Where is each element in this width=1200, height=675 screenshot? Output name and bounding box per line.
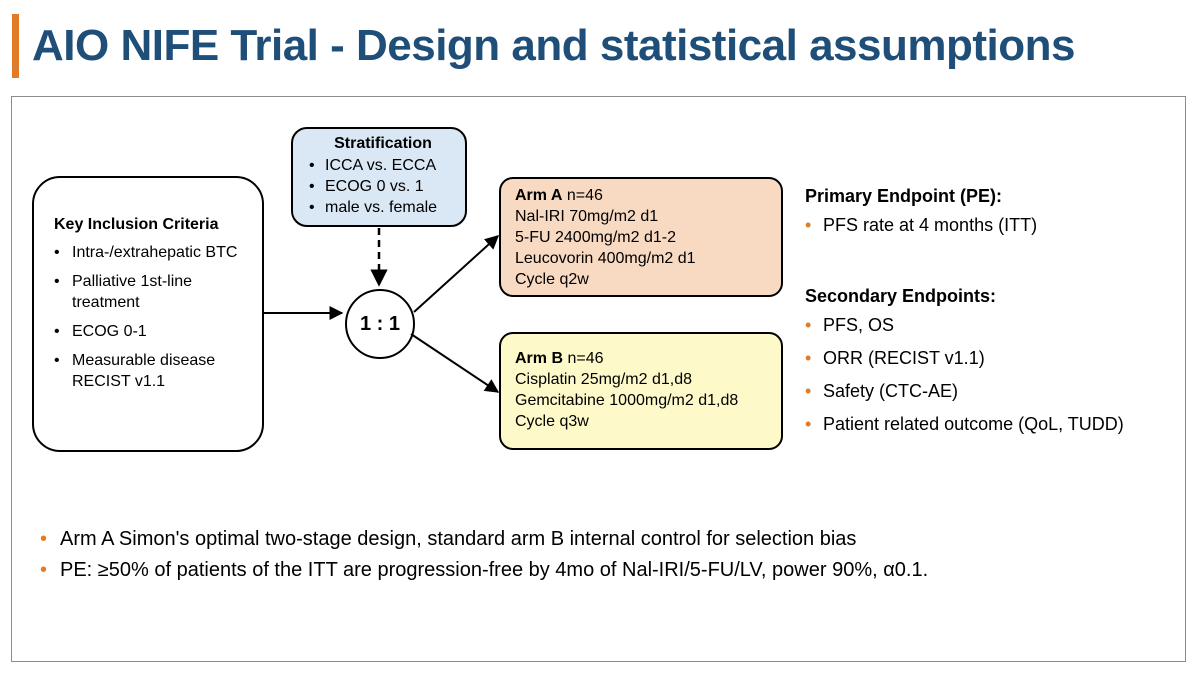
arm-a-line: 5-FU 2400mg/m2 d1-2 xyxy=(515,229,676,246)
randomization-circle: 1 : 1 xyxy=(345,289,415,359)
design-note: Arm A Simon's optimal two-stage design, … xyxy=(40,524,928,555)
inclusion-item: Measurable disease RECIST v1.1 xyxy=(54,350,248,392)
arm-a-line: Leucovorin 400mg/m2 d1 xyxy=(515,250,696,267)
arm-b-name: Arm B xyxy=(515,350,564,367)
slide-title: AIO NIFE Trial - Design and statistical … xyxy=(32,21,1075,70)
arm-a-box: Arm A n=46 Nal-IRI 70mg/m2 d1 5-FU 2400m… xyxy=(499,177,783,297)
primary-endpoint-heading: Primary Endpoint (PE): xyxy=(805,186,1003,206)
inclusion-criteria-box: Key Inclusion Criteria Intra-/extrahepat… xyxy=(32,176,264,452)
secondary-endpoints-section: Secondary Endpoints: PFS, OS ORR (RECIST… xyxy=(805,286,1124,441)
content-frame xyxy=(11,96,1186,662)
randomization-ratio: 1 : 1 xyxy=(359,312,401,335)
inclusion-item: Intra-/extrahepatic BTC xyxy=(54,242,248,263)
primary-endpoint-list: PFS rate at 4 months (ITT) xyxy=(805,209,1037,242)
stratification-heading: Stratification xyxy=(334,135,432,152)
arm-a-name: Arm A xyxy=(515,187,563,204)
stratification-item: ECOG 0 vs. 1 xyxy=(309,176,457,197)
inclusion-heading: Key Inclusion Criteria xyxy=(54,216,219,233)
arm-b-line: Cycle q3w xyxy=(515,413,589,430)
stratification-item: male vs. female xyxy=(309,197,457,218)
title-accent-bar xyxy=(12,14,19,78)
primary-endpoint-item: PFS rate at 4 months (ITT) xyxy=(805,209,1037,242)
design-note: PE: ≥50% of patients of the ITT are prog… xyxy=(40,555,928,586)
arm-a-line: Nal-IRI 70mg/m2 d1 xyxy=(515,208,659,225)
secondary-endpoint-item: PFS, OS xyxy=(805,309,1124,342)
arm-a-line: Cycle q2w xyxy=(515,271,589,288)
arm-a-header: Arm A n=46 xyxy=(515,185,781,206)
secondary-endpoint-item: Patient related outcome (QoL, TUDD) xyxy=(805,408,1124,441)
secondary-endpoints-heading: Secondary Endpoints: xyxy=(805,286,997,306)
arm-b-box: Arm B n=46 Cisplatin 25mg/m2 d1,d8 Gemci… xyxy=(499,332,783,450)
arm-b-n: n=46 xyxy=(567,350,604,367)
stratification-item: ICCA vs. ECCA xyxy=(309,155,457,176)
arm-a-n: n=46 xyxy=(566,187,603,204)
design-notes-list: Arm A Simon's optimal two-stage design, … xyxy=(40,524,928,586)
arm-b-line: Cisplatin 25mg/m2 d1,d8 xyxy=(515,371,692,388)
primary-endpoint-section: Primary Endpoint (PE): PFS rate at 4 mon… xyxy=(805,186,1037,242)
inclusion-item: Palliative 1st-line treatment xyxy=(54,271,248,313)
arm-b-line: Gemcitabine 1000mg/m2 d1,d8 xyxy=(515,392,739,409)
stratification-list: ICCA vs. ECCA ECOG 0 vs. 1 male vs. fema… xyxy=(309,155,457,218)
secondary-endpoints-list: PFS, OS ORR (RECIST v1.1) Safety (CTC-AE… xyxy=(805,309,1124,441)
arm-b-header: Arm B n=46 xyxy=(515,348,781,369)
secondary-endpoint-item: Safety (CTC-AE) xyxy=(805,375,1124,408)
stratification-box: Stratification ICCA vs. ECCA ECOG 0 vs. … xyxy=(291,127,467,227)
inclusion-item: ECOG 0-1 xyxy=(54,321,248,342)
inclusion-list: Intra-/extrahepatic BTC Palliative 1st-l… xyxy=(54,242,248,392)
secondary-endpoint-item: ORR (RECIST v1.1) xyxy=(805,342,1124,375)
